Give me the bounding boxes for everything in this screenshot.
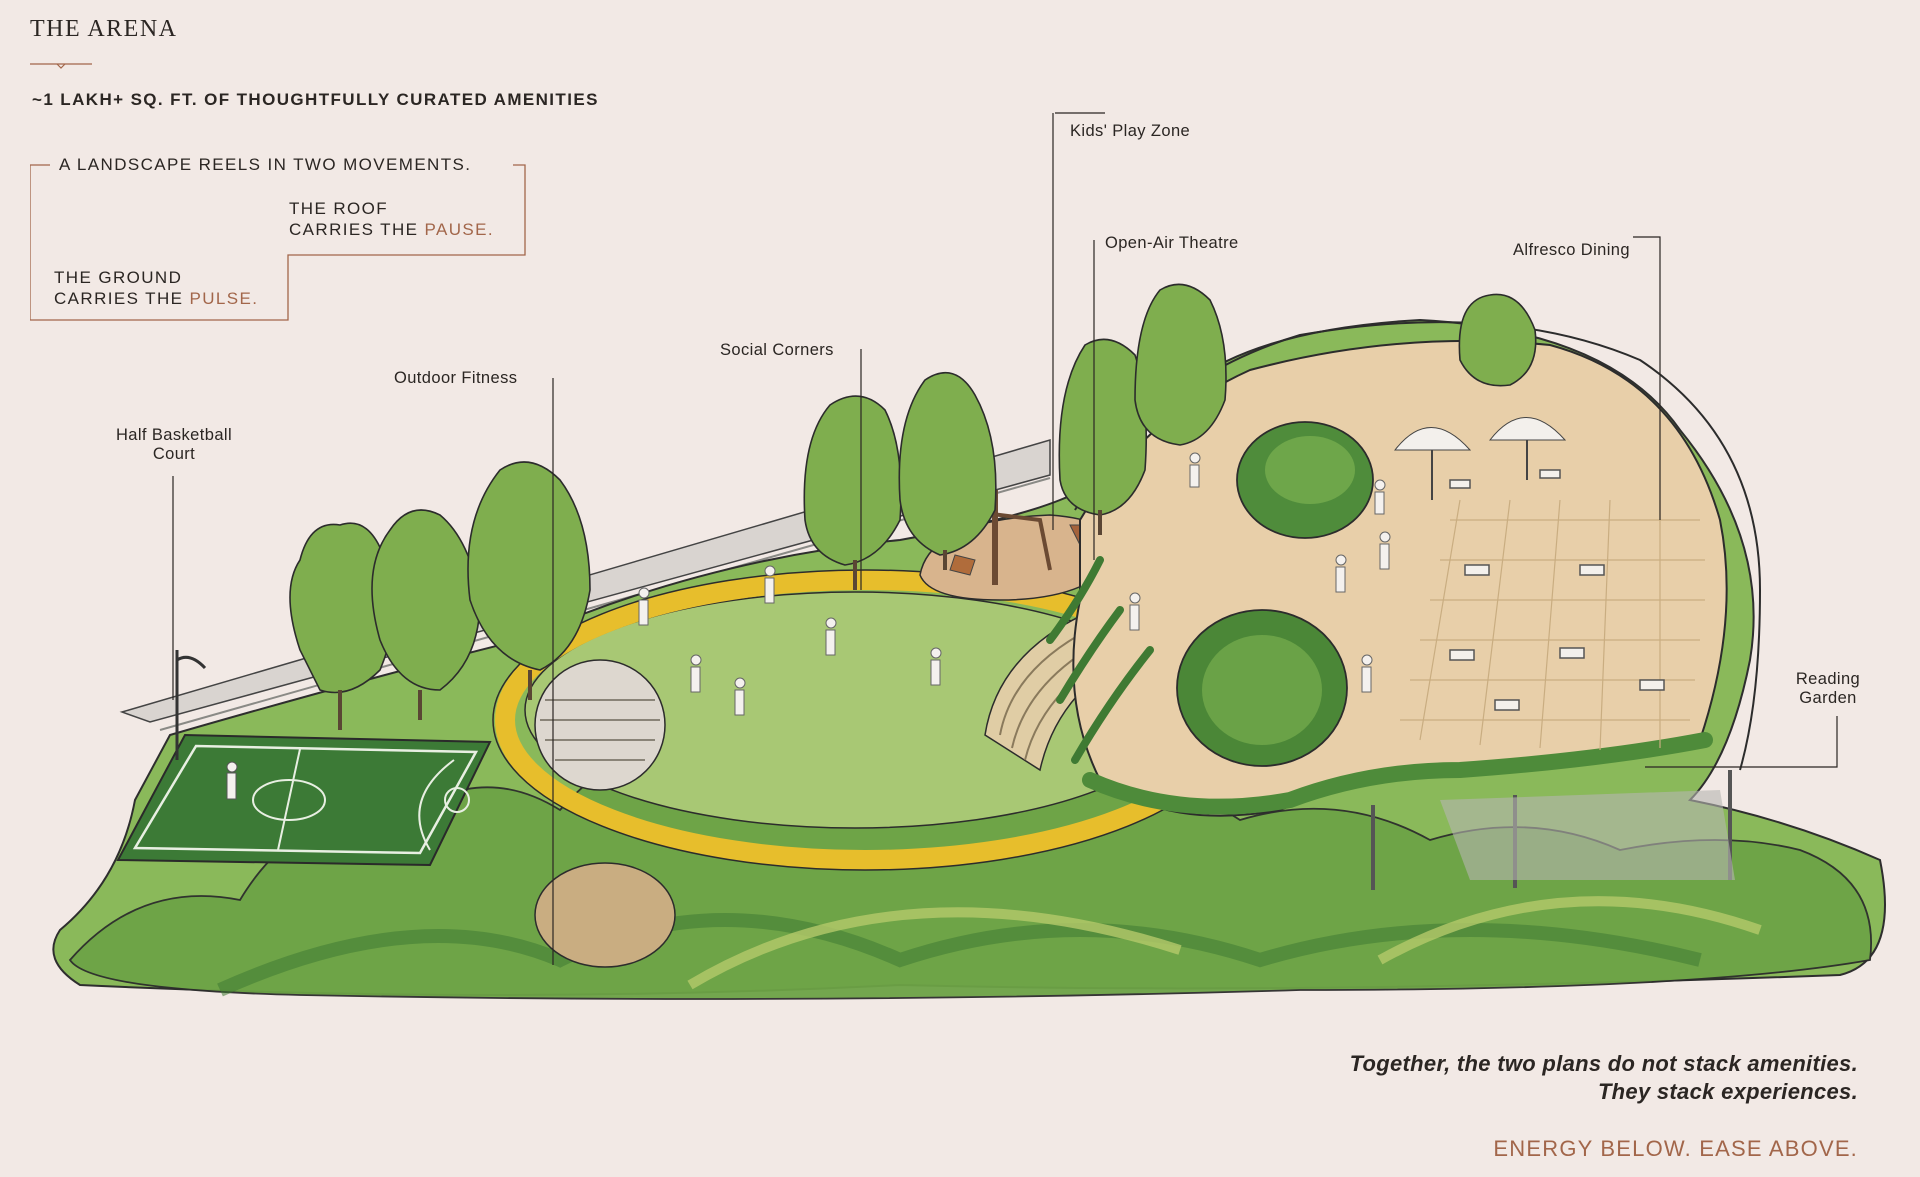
closing-tagline: ENERGY BELOW. EASE ABOVE. — [1493, 1136, 1858, 1161]
undercroft-shadow — [1440, 790, 1735, 880]
roof-planter-lower-inner — [1202, 635, 1322, 745]
umbrella-right — [1488, 417, 1567, 480]
tree-group-left — [289, 461, 591, 694]
intro-frame — [30, 164, 526, 321]
roof-railing — [1074, 321, 1762, 771]
callout-outdoor-fitness: Outdoor Fitness — [394, 369, 518, 387]
climbing-planter — [1046, 556, 1154, 764]
foreground-hedge — [68, 743, 1872, 1000]
central-lawn — [524, 591, 1186, 829]
tree-trunks-left — [338, 670, 532, 730]
callout-open-air-theatre: Open-Air Theatre — [1105, 234, 1239, 252]
callout-kids-play-zone: Kids' Play Zone — [1070, 122, 1191, 140]
open-air-theatre-steps — [984, 599, 1162, 772]
ground-accent-word: PULSE. — [189, 289, 259, 308]
ground-lawn-base — [52, 318, 1886, 996]
intro-heading: A LANDSCAPE REELS IN TWO MOVEMENTS. — [59, 155, 472, 174]
basketball-court — [116, 650, 492, 867]
dining-deck-grid — [1400, 499, 1705, 751]
umbrella-left — [1393, 427, 1472, 500]
callout-social-corners: Social Corners — [720, 341, 834, 359]
roof-planter-upper — [1236, 421, 1374, 539]
tree-trunks-center — [853, 510, 1102, 590]
page-subtitle: ~1 LAKH+ SQ. FT. OF THOUGHTFULLY CURATED… — [32, 90, 599, 109]
brand-divider-ornament — [30, 63, 92, 69]
tree-group-center — [803, 283, 1537, 566]
roof-edge-planter — [1082, 732, 1713, 815]
roof-accent-word: PAUSE. — [424, 220, 495, 239]
roof-planter-upper-inner — [1265, 436, 1355, 504]
people-figures — [638, 452, 1391, 716]
upper-walkway-edge — [159, 477, 1051, 731]
roof-deck — [1072, 339, 1728, 817]
upper-walkway — [119, 438, 1051, 723]
jogging-track — [495, 570, 1235, 870]
fitness-pad — [534, 862, 676, 968]
roof-support-columns — [1371, 770, 1732, 890]
hedge-shadow — [217, 913, 1702, 997]
jogging-track-edge — [492, 569, 1238, 871]
dining-tables — [1449, 469, 1665, 711]
roof-planter-lower — [1176, 609, 1348, 767]
hedge-arc-right — [1377, 896, 1762, 965]
closing-quote: Together, the two plans do not stack ame… — [1349, 1051, 1858, 1104]
intro-ground-statement: THE GROUND CARRIES THE PULSE. — [54, 268, 259, 308]
intro-roof-statement: THE ROOF CARRIES THE PAUSE. — [289, 199, 495, 239]
brand-title: THE ARENA — [30, 16, 178, 42]
hedge-arc-left — [687, 907, 1182, 990]
kids-play-area — [919, 490, 1121, 601]
callout-alfresco-dining: Alfresco Dining — [1513, 241, 1630, 259]
outdoor-fitness-deck — [534, 659, 666, 791]
